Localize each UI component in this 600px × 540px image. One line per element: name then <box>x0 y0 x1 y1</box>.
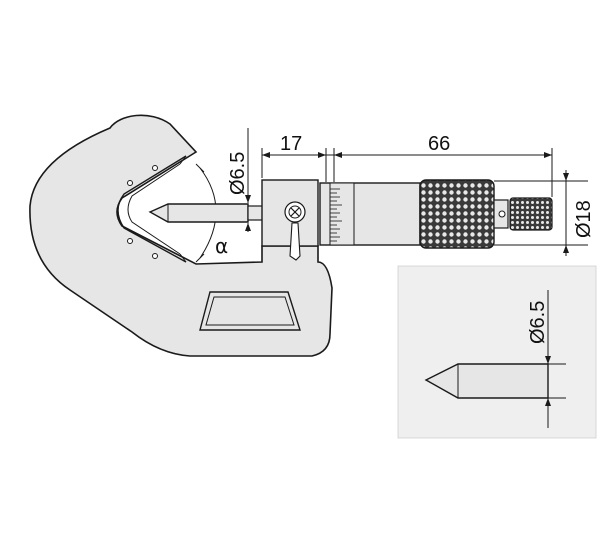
anvil-diameter-label: Ø6.5 <box>227 152 249 195</box>
v-notch <box>117 155 187 263</box>
detail-diameter-label: Ø6.5 <box>527 301 549 344</box>
angle-label: α <box>215 234 228 258</box>
thimble-graduations <box>330 188 342 242</box>
frame-hole <box>127 238 133 244</box>
lock-lever <box>289 222 301 261</box>
thimble-length-label: 17 <box>280 133 302 155</box>
frame-window <box>199 291 301 331</box>
detail-panel <box>397 265 597 439</box>
spindle-tip <box>148 203 249 223</box>
frame-hole <box>152 253 158 259</box>
frame-hole <box>127 180 133 186</box>
sleeve-length-label: 66 <box>428 133 450 155</box>
v-notch-inner <box>127 163 181 255</box>
knurled-grip <box>419 179 495 249</box>
sleeve-diameter-label: Ø18 <box>573 200 595 238</box>
frame-hole <box>152 165 158 171</box>
ratchet-knob <box>509 197 553 231</box>
